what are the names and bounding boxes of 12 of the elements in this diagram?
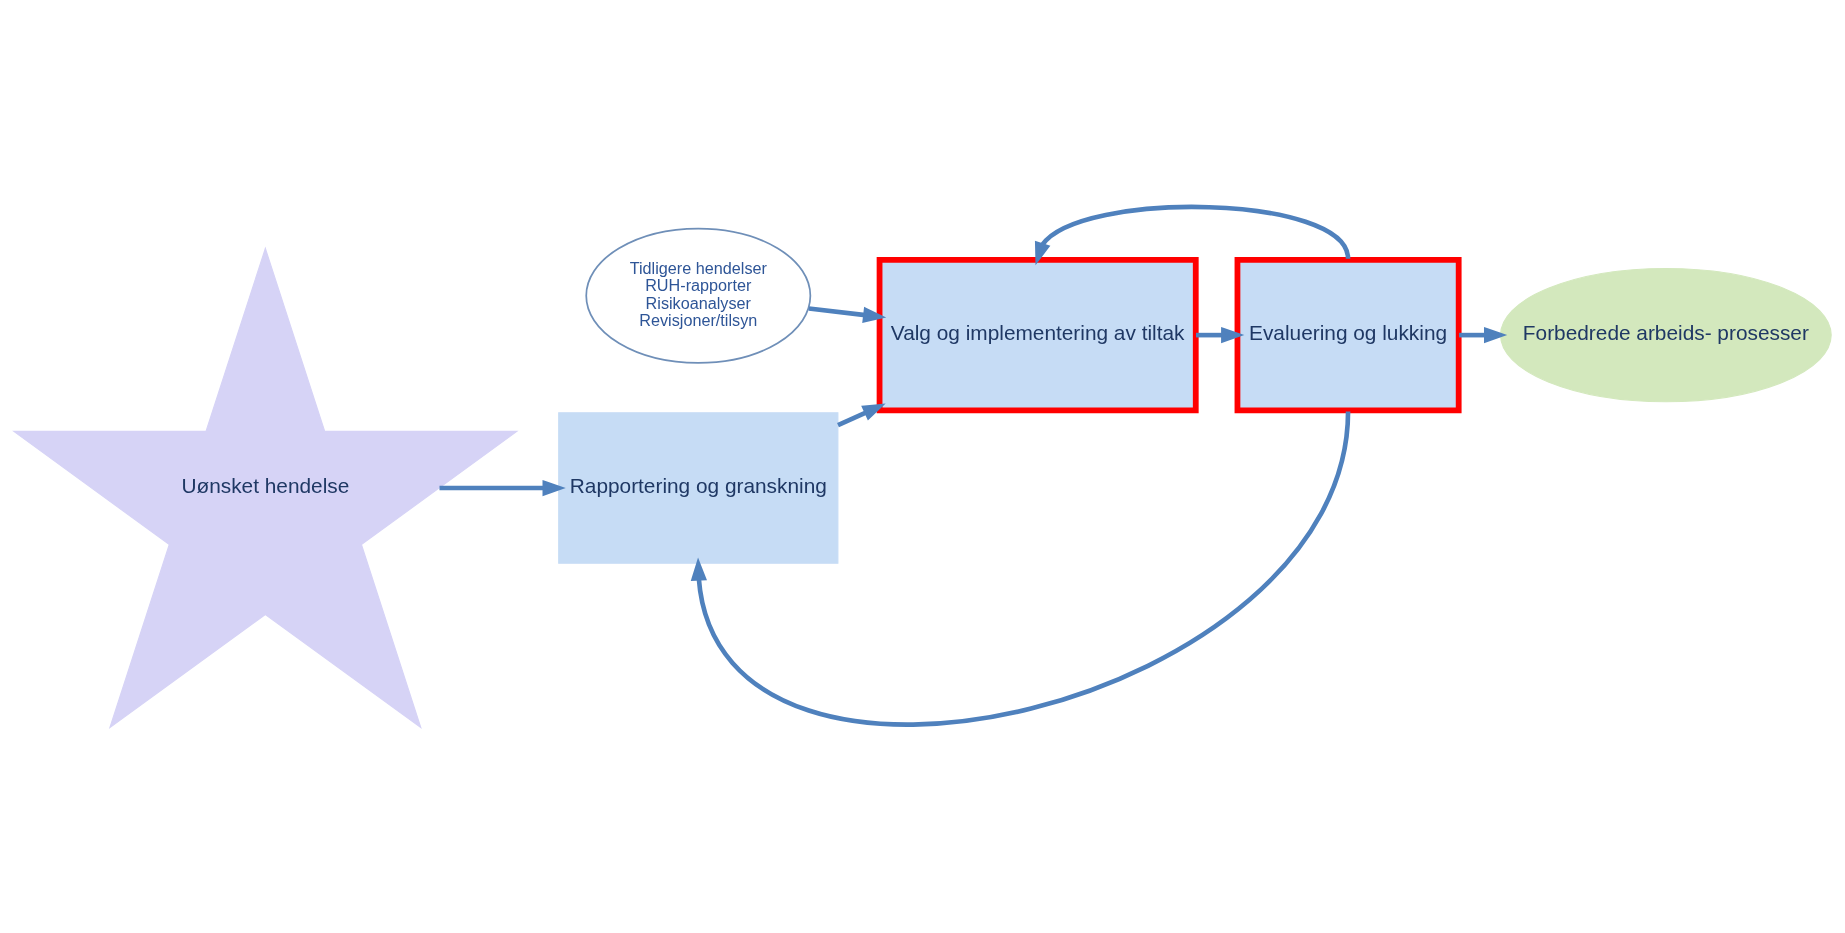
- arrow: [808, 305, 887, 323]
- node-box: Valg og implementering av tiltak: [876, 256, 1199, 413]
- node-box: Evaluering og lukking: [1234, 256, 1462, 413]
- node-box: Rapportering og granskning: [558, 411, 839, 564]
- node-ellipse: Tidligere hendelser RUH-rapporter Risikoanalyser Revisjoner/tilsyn: [585, 227, 812, 364]
- arrow: [1196, 326, 1245, 343]
- arrow: [837, 403, 886, 427]
- arrow: [690, 410, 1351, 726]
- arrow: [439, 479, 566, 496]
- node-ellipse: Forbedrede arbeids- prosesser: [1499, 267, 1832, 402]
- arrow: [1459, 326, 1508, 343]
- arrow: [1034, 204, 1351, 265]
